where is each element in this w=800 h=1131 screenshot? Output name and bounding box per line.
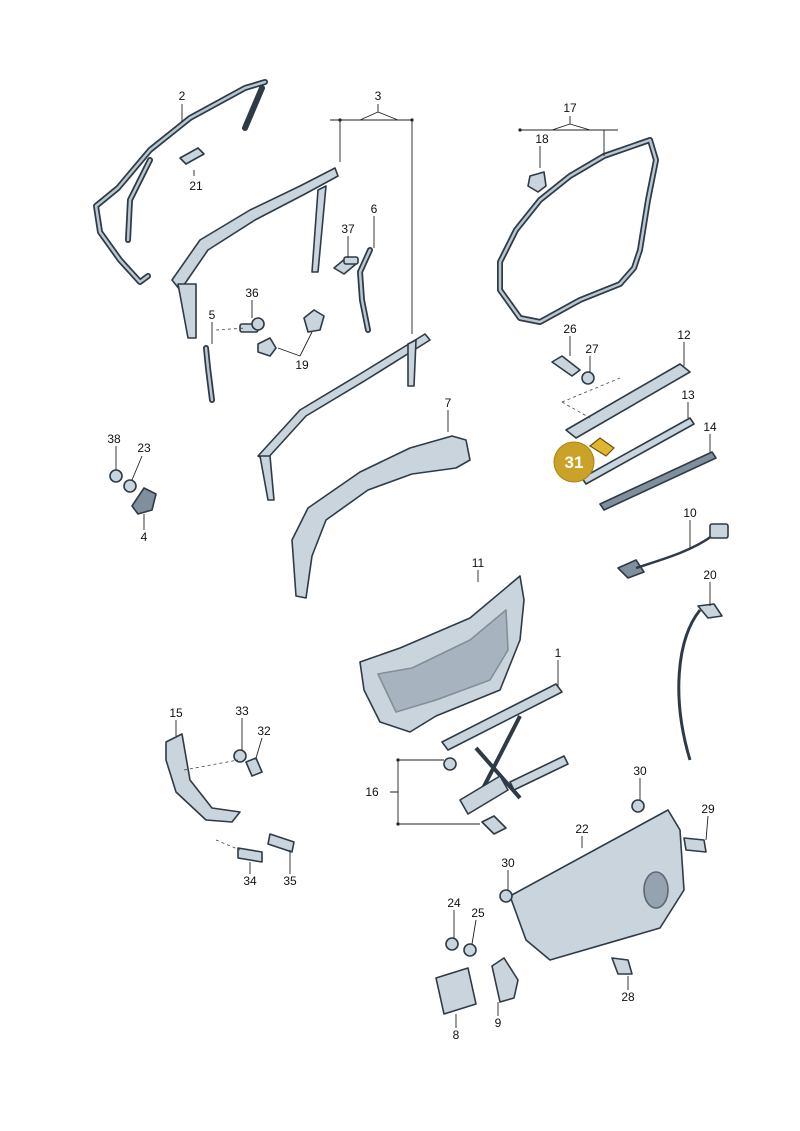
label-17: 17 [563,101,577,115]
part-33-washer[interactable] [233,749,247,763]
label-32: 32 [257,724,271,738]
part-13-strip[interactable] [581,417,695,485]
part-28-screw[interactable] [611,957,633,975]
label-6: 6 [371,202,378,216]
part-20-cable[interactable] [677,603,723,761]
label-26: 26 [563,322,577,336]
part-12-rail[interactable] [565,363,691,439]
label-13: 13 [681,388,695,402]
label-33: 33 [235,704,249,718]
label-18: 18 [535,132,549,146]
part-5-trim-strip[interactable] [203,345,215,403]
part-6-seal-strip[interactable] [357,247,373,333]
part-32-screw[interactable] [245,757,263,777]
part-37-screw[interactable] [333,256,359,275]
label-28: 28 [621,990,635,1004]
highlight-badge-31[interactable]: 31 [553,441,595,483]
label-3: 3 [375,89,382,103]
part-29-screw[interactable] [683,837,707,853]
dashed-guide-lines [183,327,621,851]
label-8: 8 [453,1028,460,1042]
part-8-control-unit[interactable] [435,967,477,1015]
part-3-guide-rail[interactable] [257,333,431,501]
label-25: 25 [471,906,485,920]
part-24-nut[interactable] [445,937,459,951]
part-35-screw[interactable] [267,833,295,853]
part-38-nut[interactable] [109,469,123,483]
part-4-cover[interactable] [131,487,157,515]
label-23: 23 [137,441,151,455]
part-11-door-trim-panel[interactable] [359,575,525,733]
label-38: 38 [107,432,121,446]
label-20: 20 [703,568,717,582]
part-10-wiring-harness[interactable] [617,523,729,579]
label-19: 19 [295,358,309,372]
part-23-washer[interactable] [123,479,137,493]
label-9: 9 [495,1016,502,1030]
part-15-trim[interactable] [165,733,241,823]
part-26-screw[interactable] [551,355,581,377]
label-12: 12 [677,328,691,342]
label-30-bottom: 30 [501,856,515,870]
label-2: 2 [179,89,186,103]
label-16: 16 [365,785,379,799]
label-30-top: 30 [633,764,647,778]
leader-dots [338,118,522,826]
part-27-washer[interactable] [581,371,595,385]
label-35: 35 [283,874,297,888]
label-10: 10 [683,506,697,520]
label-11: 11 [472,556,485,570]
part-25-washer[interactable] [463,943,477,957]
label-14: 14 [703,420,717,434]
part-30-washer-top[interactable] [631,799,645,813]
leader-lines [115,104,711,1028]
part-2-window-frame-trim[interactable] [93,79,268,285]
part-14-strip[interactable] [599,451,717,511]
label-29: 29 [701,802,715,816]
part-3-window-channel[interactable] [171,167,339,339]
part-30-washer-bottom[interactable] [499,889,513,903]
part-34-screw[interactable] [237,847,263,863]
part-21-clip[interactable] [179,147,205,165]
part-16-screw[interactable] [481,815,507,835]
label-37: 37 [341,222,355,236]
part-18-clip[interactable] [527,171,547,193]
part-16-nut[interactable] [443,757,457,771]
label-4: 4 [141,530,148,544]
label-1: 1 [555,646,562,660]
label-5: 5 [209,308,216,322]
part-7-door-seal[interactable] [291,435,471,599]
label-27: 27 [585,342,599,356]
part-9-bracket[interactable] [491,957,519,1003]
part-1-window-regulator[interactable] [441,683,569,815]
label-15: 15 [169,706,183,720]
label-7: 7 [445,396,452,410]
part-31-screw-highlighted[interactable] [588,437,615,457]
part-22-door-panel[interactable] [509,809,685,961]
label-21: 21 [189,179,203,193]
label-34: 34 [243,874,257,888]
label-22: 22 [575,822,589,836]
part-36-screw[interactable] [239,317,265,333]
part-labels: 2 21 3 6 37 36 5 19 7 38 23 4 17 18 26 2… [107,89,717,1042]
label-36: 36 [245,286,259,300]
label-24: 24 [447,896,461,910]
highlight-label: 31 [565,453,584,472]
part-17-door-seal-ring[interactable] [497,137,659,325]
part-19-bushings[interactable] [257,309,325,357]
